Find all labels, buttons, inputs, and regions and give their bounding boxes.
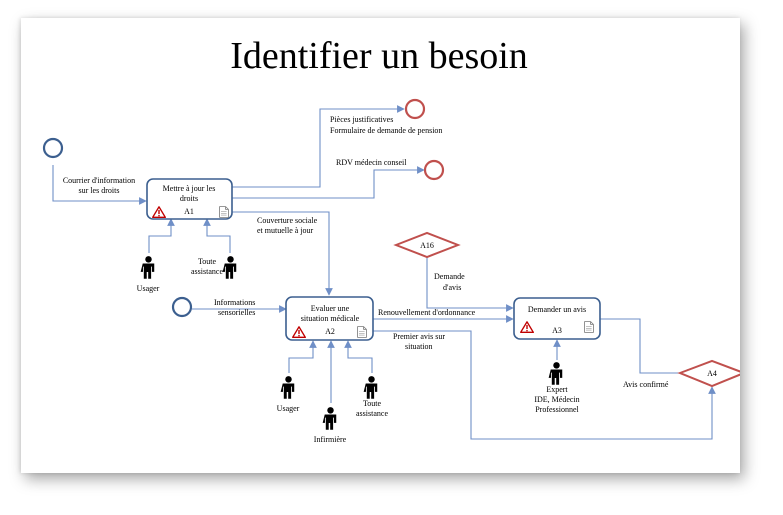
activity-a1: Mettre à jour les droits A1 [146, 178, 233, 220]
gateway-a4-label: A4 [707, 369, 717, 378]
activity-a2-title-line2: situation médicale [301, 314, 360, 323]
flow-a1-to-rdv-end [232, 166, 425, 199]
flow-label-pieces-line1: Pièces justificatives [330, 115, 393, 124]
flow-label-rdv: RDV médecin conseil [336, 158, 407, 167]
activity-a1-title-line1: Mettre à jour les [163, 184, 216, 193]
flow-a16-to-a3 [426, 257, 514, 312]
activity-a2: Evaluer une situation médicale A2 [285, 296, 374, 341]
flow-label-demande-line1: Demande [434, 272, 465, 281]
flow-label-premier-line1: Premier avis sur [393, 332, 445, 341]
flow-label-demande-line2: d'avis [443, 283, 461, 292]
flow-assistance-to-a1 [203, 218, 231, 253]
activity-a1-code: A1 [184, 207, 194, 216]
process-diagram: Identifier un besoin A16 A4 Mettre à jou… [42, 35, 740, 444]
gateway-a16: A16 [393, 231, 461, 259]
document-icon [357, 326, 367, 338]
flow-label-couverture-line2: et mutuelle à jour [257, 226, 314, 235]
end-event-pieces [404, 98, 426, 120]
flow-a2-to-a4 [373, 330, 716, 440]
flow-a1-to-a2 [232, 211, 333, 296]
page-title: Identifier un besoin [230, 35, 528, 77]
activity-a3: Demander un avis A3 [513, 297, 601, 340]
document-icon [219, 206, 229, 218]
actor-a2-infirmiere: Infirmière [314, 435, 347, 444]
activity-a3-title: Demander un avis [528, 305, 586, 314]
flow-label-courrier-line2: sur les droits [79, 186, 120, 195]
start-event-1 [42, 137, 64, 159]
activity-a1-title-line2: droits [180, 194, 198, 203]
flow-label-renouvellement: Renouvellement d'ordonnance [378, 308, 476, 317]
activity-a3-code: A3 [552, 326, 562, 335]
document-icon [584, 321, 594, 333]
flow-label-informations-line1: Informations [214, 298, 255, 307]
slide: Identifier un besoin A16 A4 Mettre à jou… [21, 18, 740, 473]
flow-label-premier-line2: situation [405, 342, 433, 351]
person-icon [322, 407, 337, 430]
flow-label-avis-confirme: Avis confirmé [623, 380, 669, 389]
flow-assistance-to-a2 [344, 340, 373, 373]
actor-a3-expert-line3: Professionnel [535, 405, 579, 414]
actor-a2-toute-line1: Toute [363, 399, 382, 408]
start-event-informations [171, 296, 193, 318]
person-icon [140, 256, 155, 279]
flow-label-couverture-line1: Couverture sociale [257, 216, 318, 225]
actor-a1-toute-line2: assistance [191, 267, 223, 276]
person-icon [363, 376, 378, 399]
flow-label-courrier-line1: Courrier d'information [63, 176, 135, 185]
person-icon [280, 376, 295, 399]
flow-start1-to-a1 [52, 165, 147, 205]
actor-a3-expert-line1: Expert [546, 385, 568, 394]
flow-label-pieces-line2: Formulaire de demande de pension [330, 126, 442, 135]
actor-a2-usager: Usager [277, 404, 300, 413]
flow-usager-to-a2 [288, 340, 317, 373]
person-icon [222, 256, 237, 279]
actor-a1-usager: Usager [137, 284, 160, 293]
flow-usager-to-a1 [148, 218, 175, 253]
flow-a1-to-pieces-end [232, 105, 405, 188]
end-event-rdv [423, 159, 445, 181]
gateway-a16-label: A16 [420, 241, 434, 250]
activity-a2-title-line1: Evaluer une [311, 304, 350, 313]
flow-label-informations-line2: sensorielles [218, 308, 255, 317]
actor-a1-toute-line1: Toute [198, 257, 217, 266]
gateway-a4: A4 [677, 359, 740, 388]
actor-a3-expert-line2: IDE, Médecin [534, 395, 579, 404]
person-icon [548, 362, 563, 385]
activity-a2-code: A2 [325, 327, 335, 336]
flows [52, 105, 716, 440]
actor-a2-toute-line2: assistance [356, 409, 388, 418]
flow-a3-to-a4 [600, 318, 695, 377]
